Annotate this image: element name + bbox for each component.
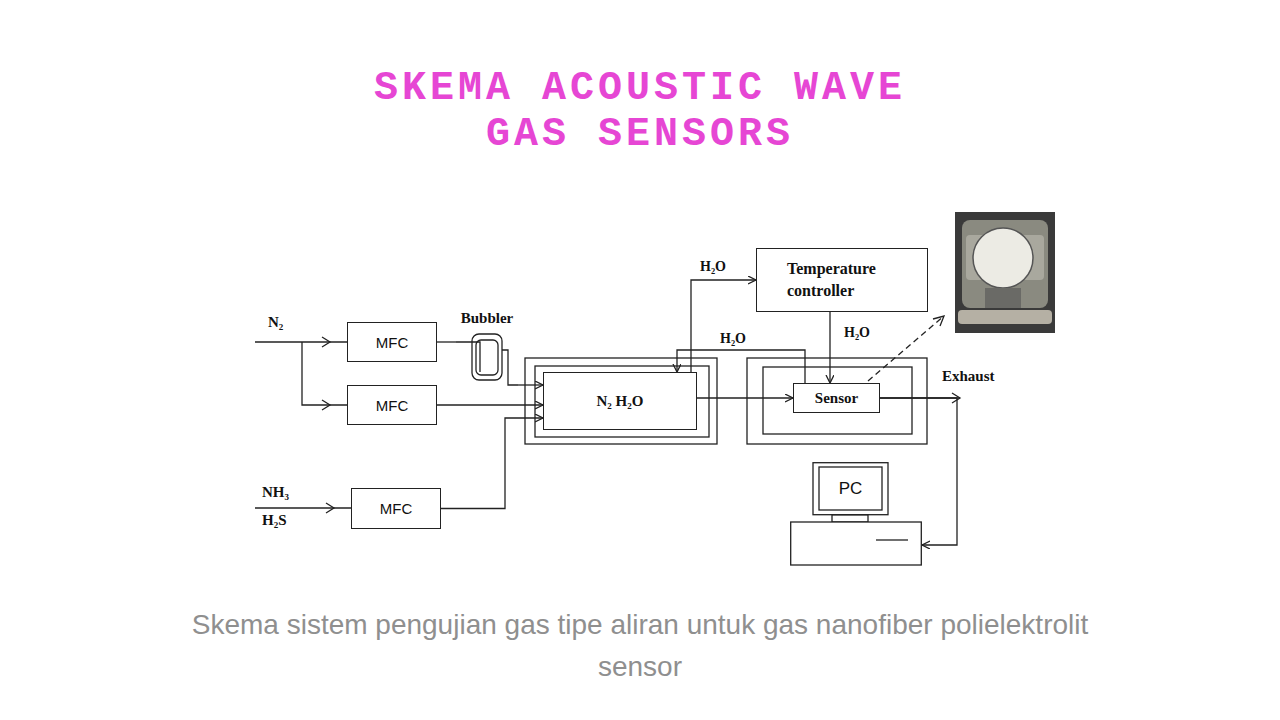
flow-connector	[697, 397, 793, 398]
photo-part	[985, 288, 1021, 308]
edge-label: H₂O	[698, 259, 728, 274]
drawing-part	[819, 467, 882, 510]
mfc-box: MFC	[347, 322, 437, 362]
caption-text: Skema sistem pengujian gas tipe aliran u…	[170, 604, 1110, 688]
pipe-lines	[255, 316, 960, 513]
drawing-part	[876, 539, 908, 540]
arrow-head	[326, 503, 334, 513]
photo-ground	[955, 212, 1055, 333]
inlet-pipe	[255, 341, 347, 342]
drawing-part	[472, 334, 502, 380]
drawing-part	[456, 334, 518, 385]
drawing-part	[791, 522, 922, 565]
inlet-pipe	[302, 342, 347, 405]
flow-connector	[829, 312, 830, 383]
drawing-part	[791, 463, 922, 565]
controller-box: Temperature controller	[756, 248, 928, 312]
drawing-part	[502, 350, 518, 385]
flow-connector	[691, 280, 756, 372]
computer-symbol	[790, 462, 922, 566]
bubbler-vessel: Bubbler	[456, 310, 518, 390]
sensor-housing	[763, 367, 912, 434]
arrow-head	[322, 337, 330, 347]
text-label: Exhaust	[942, 368, 995, 384]
photo-part	[962, 220, 1048, 308]
drawing-part	[456, 342, 480, 372]
node-text: N₂ H₂O	[597, 393, 644, 410]
edge-label: H₂O	[718, 331, 748, 346]
sensor-box: Sensor	[793, 383, 880, 413]
title-text: SKEMA ACOUSTIC WAVE GAS SENSORS	[320, 66, 960, 158]
node-text: Sensor	[815, 390, 858, 407]
sensor-photo	[955, 212, 1055, 333]
flow-connector	[441, 418, 543, 509]
drawing-part	[832, 515, 868, 522]
node-text: PC	[839, 479, 863, 499]
node-text: MFC	[376, 334, 409, 351]
arrow-head	[933, 316, 944, 326]
mfc-box: MFC	[351, 488, 441, 529]
mfc-box: MFC	[347, 385, 437, 425]
node-text: Temperature controller	[787, 258, 897, 302]
drawing-part	[476, 340, 498, 375]
pc-computer: PC	[790, 462, 922, 566]
chamber-box: N₂ H₂O	[543, 372, 697, 430]
inlet-pipe	[255, 507, 351, 508]
node-text: MFC	[380, 500, 413, 517]
chamber-wall	[525, 358, 717, 444]
text-label: N₂	[268, 314, 283, 330]
leader-line	[868, 316, 944, 381]
edge-label: H₂O	[842, 325, 872, 340]
chamber-wall	[535, 366, 709, 437]
sensor-housing	[747, 358, 927, 444]
text-label: H₂S	[262, 512, 287, 528]
text-label: NH₃	[262, 484, 289, 500]
node-text: MFC	[376, 397, 409, 414]
node-text: Bubbler	[461, 310, 514, 326]
arrow-head	[322, 400, 330, 410]
drawing-part	[813, 463, 888, 515]
pc-screen: PC	[819, 467, 882, 510]
photo-part	[958, 310, 1052, 324]
flow-connector	[437, 404, 543, 405]
photo-part	[973, 228, 1033, 288]
flow-connector	[437, 341, 456, 342]
flow-connector	[518, 384, 543, 385]
